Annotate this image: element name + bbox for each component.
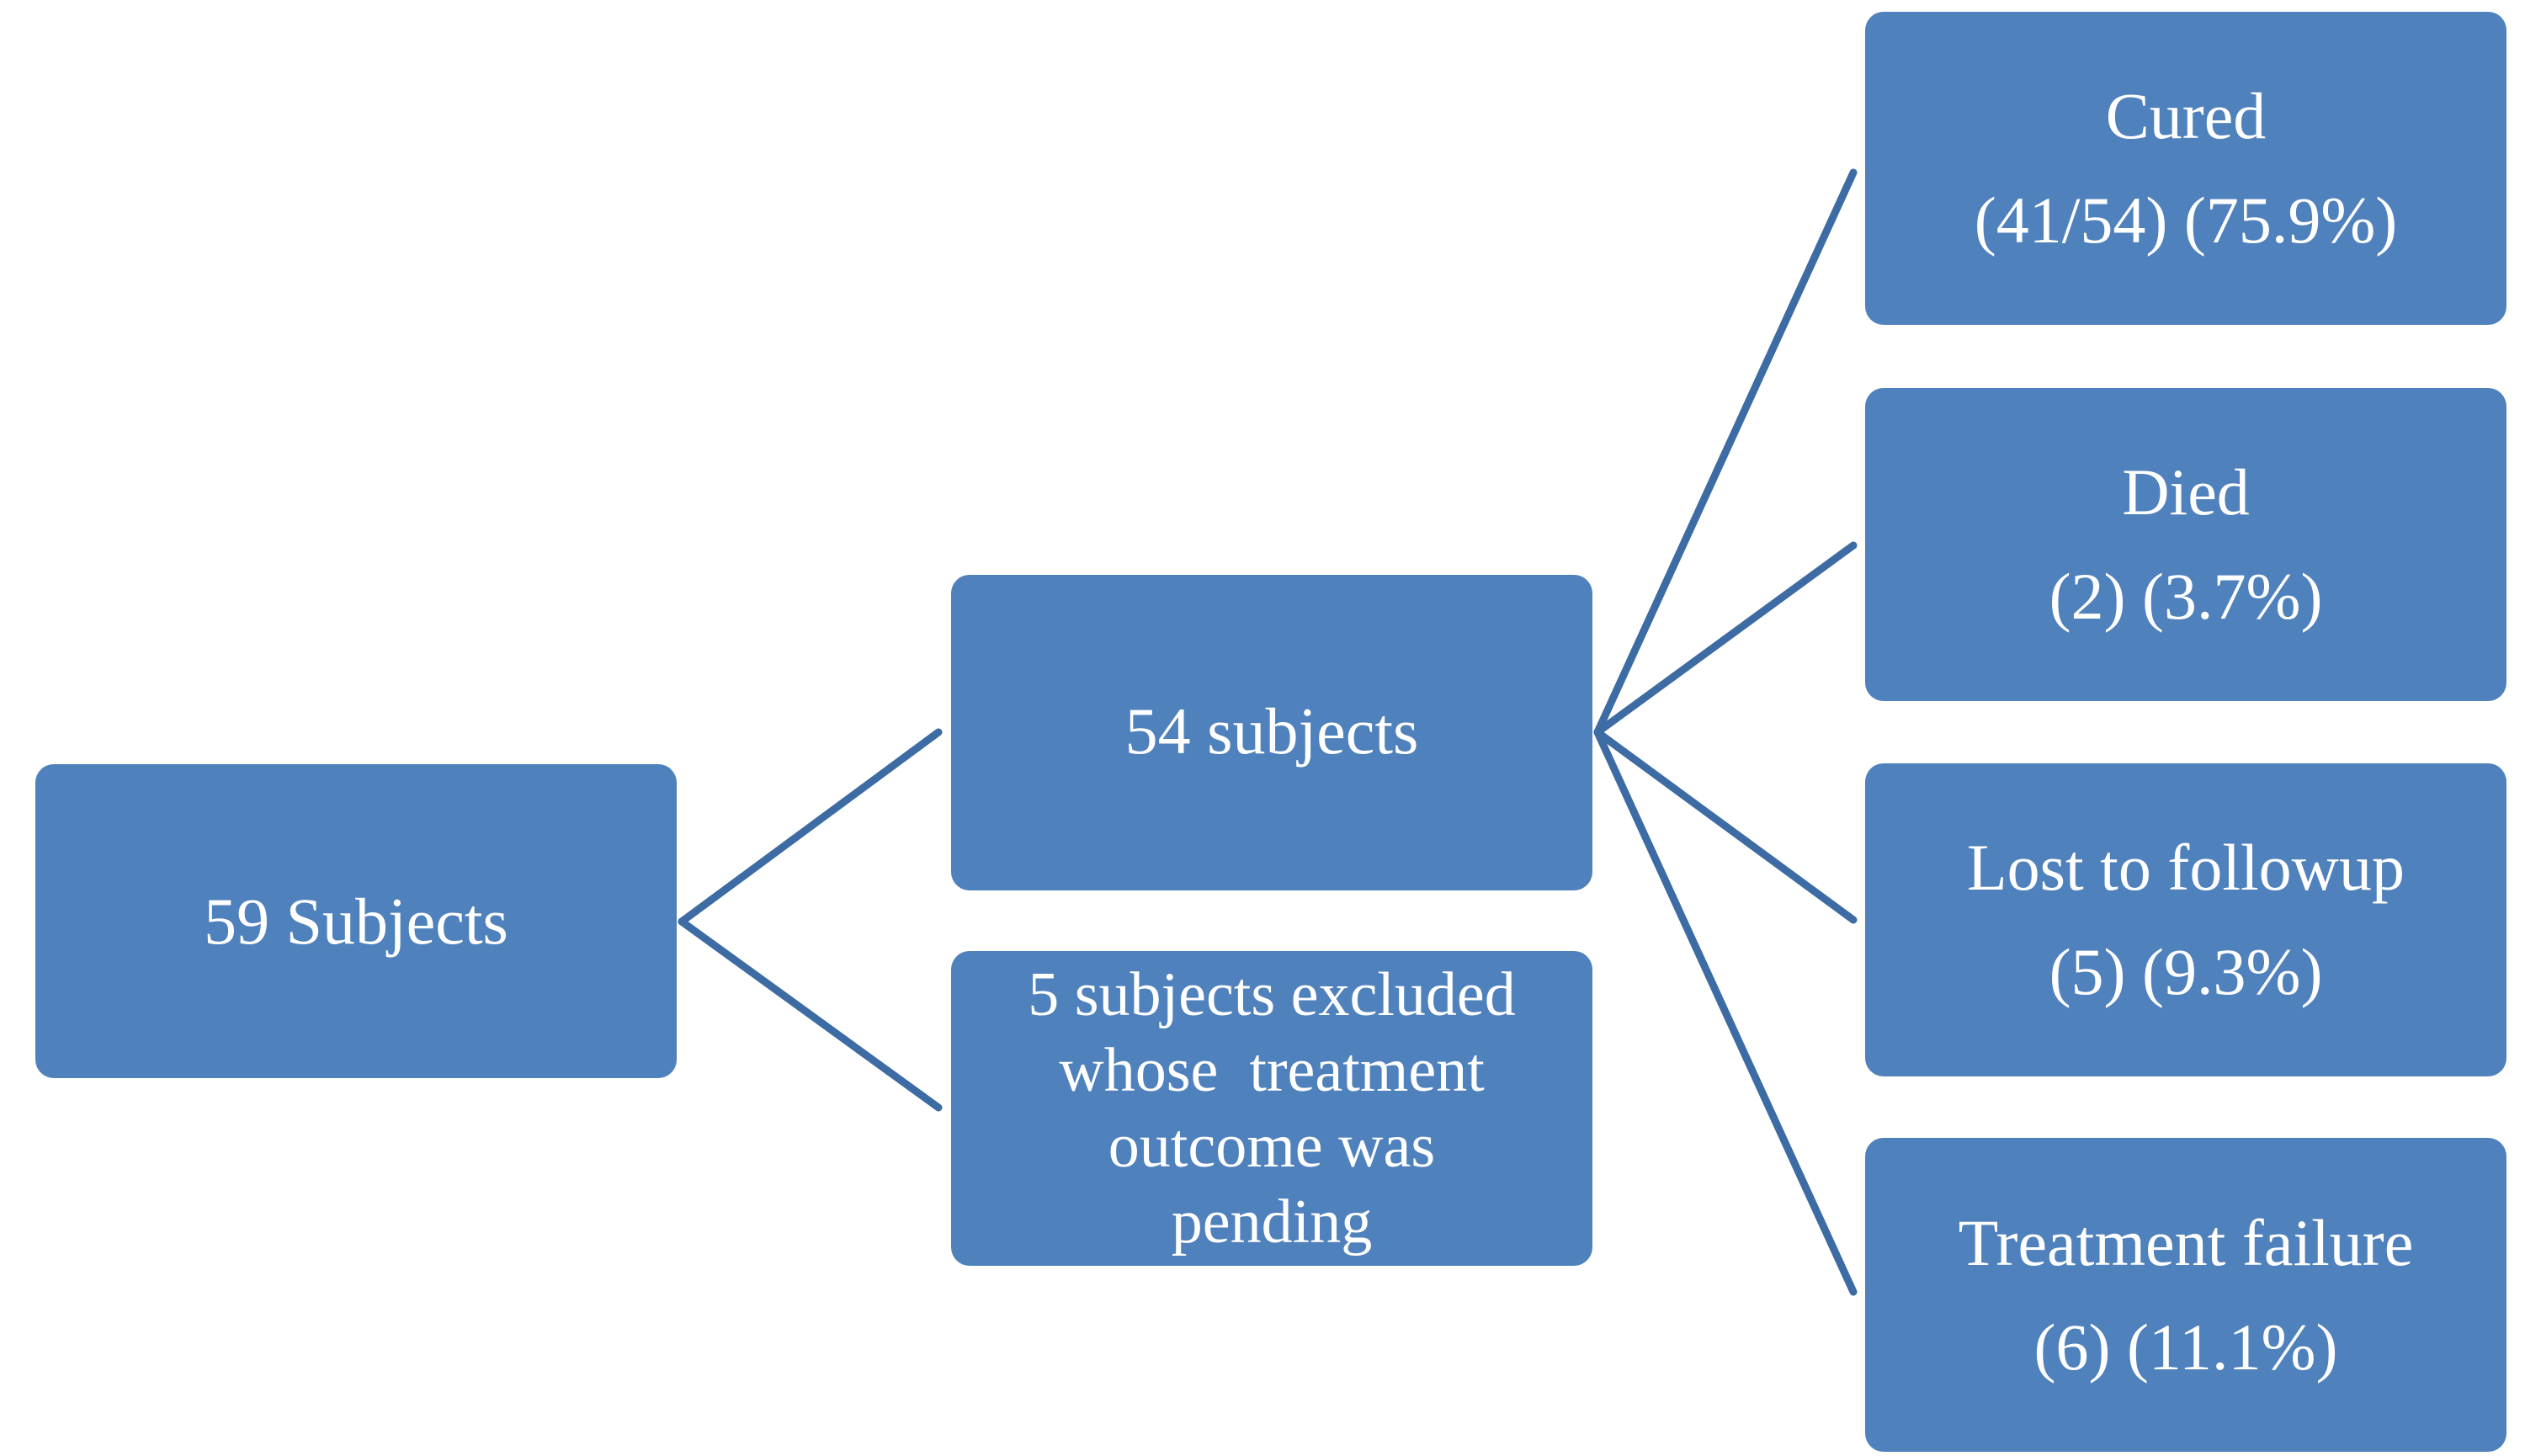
node-label-line: 5 subjects excluded bbox=[1028, 960, 1516, 1029]
node-count: (41/54) (75.9%) bbox=[1974, 183, 2398, 257]
node-count: (6) (11.1%) bbox=[2033, 1310, 2338, 1384]
node-title: Lost to followup bbox=[1967, 831, 2405, 904]
node-cured: Cured (41/54) (75.9%) bbox=[1865, 12, 2506, 325]
node-title: Treatment failure bbox=[1958, 1205, 2414, 1279]
node-excluded-subjects: 5 subjects excluded whose treatment outc… bbox=[951, 951, 1592, 1266]
connector-included-to-cured bbox=[1593, 168, 1858, 736]
connector-included-to-failure bbox=[1593, 728, 1858, 1296]
node-lost-to-followup: Lost to followup (5) (9.3%) bbox=[1865, 763, 2506, 1076]
node-label-line: 54 subjects bbox=[1124, 693, 1419, 768]
node-label-line: outcome was bbox=[1108, 1112, 1436, 1181]
node-label-line: pending bbox=[1171, 1188, 1373, 1257]
node-treatment-failure: Treatment failure (6) (11.1%) bbox=[1865, 1138, 2506, 1452]
node-count: (5) (9.3%) bbox=[2049, 935, 2323, 1008]
node-title: Died bbox=[2122, 455, 2250, 529]
connector-included-to-lost bbox=[1593, 728, 1858, 924]
node-count: (2) (3.7%) bbox=[2049, 560, 2323, 633]
node-died: Died (2) (3.7%) bbox=[1865, 388, 2506, 701]
node-59-subjects: 59 Subjects bbox=[35, 764, 677, 1078]
connector-root-to-excluded bbox=[678, 917, 943, 1112]
node-label-line: 59 Subjects bbox=[204, 884, 508, 958]
connector-included-to-died bbox=[1593, 541, 1858, 736]
connector-root-to-included bbox=[678, 728, 943, 926]
node-label-line: whose treatment bbox=[1059, 1036, 1485, 1105]
node-54-subjects: 54 subjects bbox=[951, 575, 1592, 890]
node-title: Cured bbox=[2105, 79, 2267, 152]
